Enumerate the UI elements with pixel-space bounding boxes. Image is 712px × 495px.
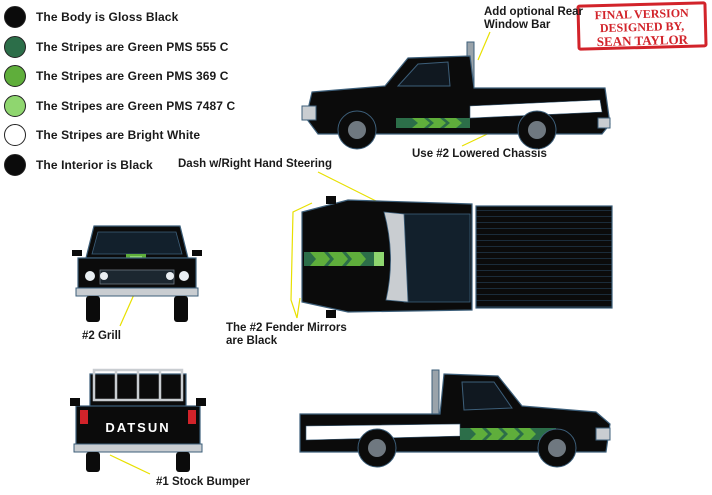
legend-label: The Body is Gloss Black [36, 10, 179, 24]
note-line: Add optional Rear [484, 6, 584, 18]
truck-side-view-right [299, 369, 611, 468]
swatch-green-369 [4, 65, 26, 87]
note-rear-window-bar: Add optional Rear Window Bar [484, 6, 583, 32]
note-line: The #2 Fender Mirrors [226, 322, 347, 334]
truck-top-view [301, 196, 613, 318]
note-fender-mirrors: The #2 Fender Mirrors are Black [226, 322, 347, 348]
note-stock-bumper: #1 Stock Bumper [156, 476, 250, 488]
note-line: Window Bar [484, 19, 551, 31]
truck-rear-view [70, 368, 206, 472]
swatch-interior-black [4, 153, 26, 176]
note-grill: #2 Grill [82, 330, 121, 342]
swatch-green-555 [4, 35, 26, 58]
legend-label: The Stripes are Bright White [36, 128, 201, 142]
swatch-green-7487 [4, 94, 26, 117]
note-dash-steering: Dash w/Right Hand Steering [178, 158, 332, 170]
roll-bar [92, 368, 184, 402]
legend-label: The Stripes are Green PMS 7487 C [36, 98, 236, 113]
note-lowered-chassis: Use #2 Lowered Chassis [412, 148, 547, 160]
note-line: are Black [226, 335, 278, 347]
legend-label: The Interior is Black [36, 157, 153, 172]
legend-label: The Stripes are Green PMS 369 C [36, 69, 229, 83]
truck-front-view [72, 225, 202, 322]
swatch-bright-white [4, 124, 26, 146]
legend-label: The Stripes are Green PMS 555 C [36, 39, 229, 54]
tailgate-lettering: DATSUN [105, 420, 170, 435]
truck-side-view-left [301, 41, 611, 150]
swatch-gloss-black [4, 6, 26, 28]
